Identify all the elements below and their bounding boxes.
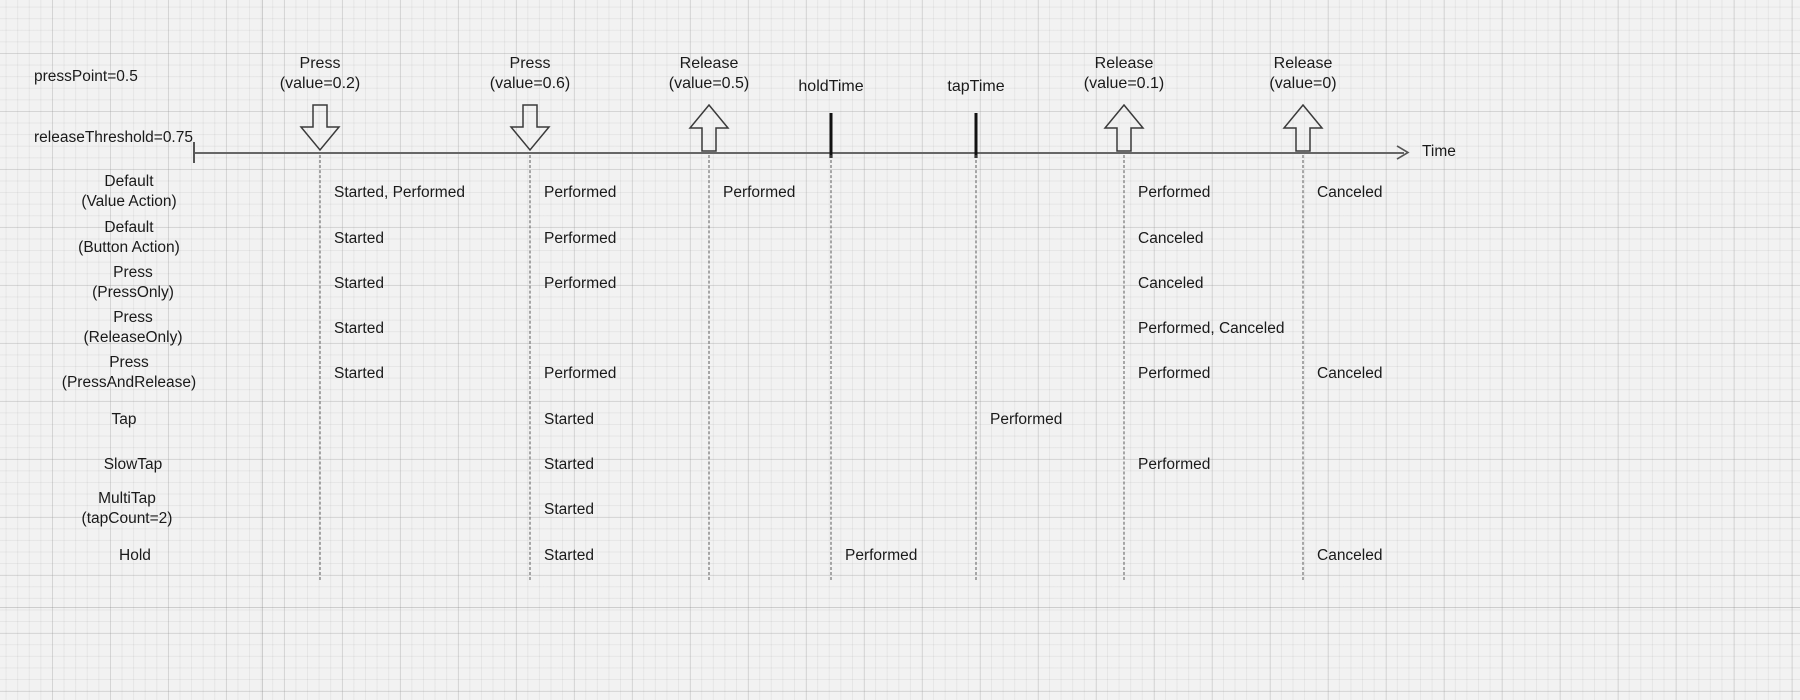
press-down-arrow-icon-press-0-2 [298, 104, 342, 157]
row-label-press-releaseonly: Press (ReleaseOnly) [83, 309, 183, 346]
cell-default-value-action-press-0-6: Performed [544, 184, 617, 201]
cell-default-button-action-press-0-2: Started [334, 230, 384, 247]
cell-hold-release-0: Canceled [1317, 547, 1383, 564]
row-label-default-value-action: Default (Value Action) [81, 173, 177, 210]
guide-line-release-0-1 [1123, 155, 1125, 580]
guide-line-release-0 [1302, 155, 1304, 580]
guide-line-tap-time [975, 155, 977, 580]
release-up-arrow-icon-release-0-1 [1102, 103, 1146, 157]
event-label-tap-time: tapTime [947, 78, 1005, 95]
cell-slowtap-press-0-6: Started [544, 456, 594, 473]
row-label-tap: Tap [111, 411, 137, 429]
cell-multitap-press-0-6: Started [544, 501, 594, 518]
cell-tap-press-0-6: Started [544, 411, 594, 428]
timeline-axis-start-cap [193, 142, 195, 163]
cell-press-pressandrelease-press-0-2: Started [334, 365, 384, 382]
timeline-axis-line [193, 152, 1404, 154]
guide-line-press-0-6 [529, 155, 531, 580]
cell-press-pressonly-release-0-1: Canceled [1138, 275, 1204, 292]
row-label-default-button-action: Default (Button Action) [78, 219, 180, 256]
tick-marker-tap-time [974, 113, 978, 158]
tick-marker-hold-time [829, 113, 833, 158]
event-label-release-0: Release (value=0) [1269, 55, 1337, 93]
cell-default-value-action-release-0: Canceled [1317, 184, 1383, 201]
cell-press-pressandrelease-press-0-6: Performed [544, 365, 617, 382]
cell-default-value-action-press-0-2: Started, Performed [334, 184, 465, 201]
guide-line-press-0-2 [319, 155, 321, 580]
guide-line-hold-time [830, 155, 832, 580]
cell-tap-tap-time: Performed [990, 411, 1063, 428]
cell-press-releaseonly-release-0-1: Performed, Canceled [1138, 320, 1285, 337]
cell-default-button-action-press-0-6: Performed [544, 230, 617, 247]
cell-slowtap-release-0-1: Performed [1138, 456, 1211, 473]
timeline-arrowhead-icon [1396, 145, 1412, 166]
cell-press-releaseonly-press-0-2: Started [334, 320, 384, 337]
row-label-multitap: MultiTap (tapCount=2) [81, 490, 173, 527]
paper-edge-bottom [0, 607, 1800, 700]
event-label-hold-time: holdTime [798, 78, 864, 95]
event-label-press-0-2: Press (value=0.2) [279, 55, 361, 93]
press-down-arrow-icon-press-0-6 [508, 104, 552, 157]
cell-press-pressandrelease-release-0: Canceled [1317, 365, 1383, 382]
event-label-release-0-1: Release (value=0.1) [1083, 55, 1165, 93]
row-label-hold: Hold [119, 547, 151, 565]
cell-press-pressonly-press-0-6: Performed [544, 275, 617, 292]
guide-line-release-0-5 [708, 155, 710, 580]
cell-hold-press-0-6: Started [544, 547, 594, 564]
release-up-arrow-icon-release-0 [1281, 103, 1325, 157]
press-point-text: pressPoint=0.5 [34, 67, 138, 85]
cell-press-pressonly-press-0-2: Started [334, 275, 384, 292]
timeline-axis-label: Time [1422, 143, 1456, 160]
row-label-press-pressandrelease: Press (PressAndRelease) [61, 354, 197, 391]
cell-hold-hold-time: Performed [845, 547, 918, 564]
event-label-press-0-6: Press (value=0.6) [489, 55, 571, 93]
cell-default-value-action-release-0-5: Performed [723, 184, 796, 201]
cell-default-button-action-release-0-1: Canceled [1138, 230, 1204, 247]
release-threshold-text: releaseThreshold=0.75 [34, 129, 193, 147]
row-label-slowtap: SlowTap [103, 456, 163, 474]
parameter-annotation: pressPoint=0.5 releaseThreshold=0.75 [34, 26, 193, 190]
cell-default-value-action-release-0-1: Performed [1138, 184, 1211, 201]
cell-press-pressandrelease-release-0-1: Performed [1138, 365, 1211, 382]
event-label-release-0-5: Release (value=0.5) [668, 55, 750, 93]
row-label-press-pressonly: Press (PressOnly) [92, 264, 174, 301]
release-up-arrow-icon-release-0-5 [687, 103, 731, 157]
